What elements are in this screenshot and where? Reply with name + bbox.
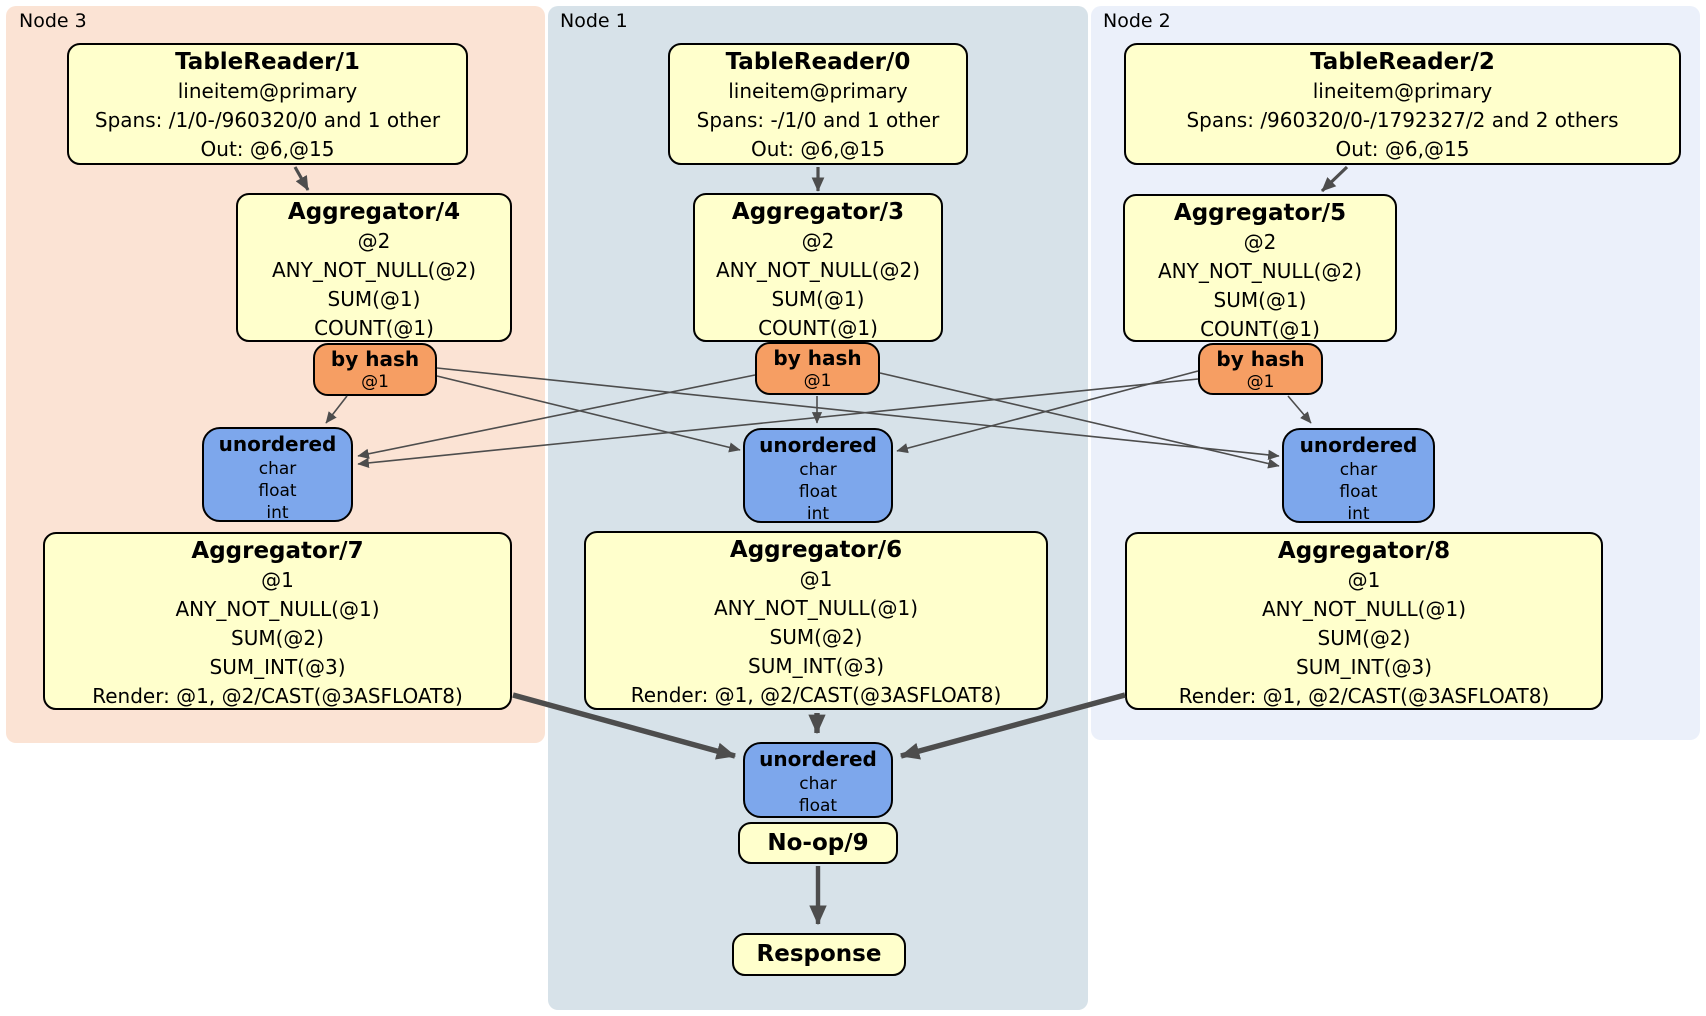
processor-title: TableReader/2	[1310, 49, 1495, 75]
sync-type: char	[799, 460, 837, 480]
processor-spans: Spans: /960320/0-/1792327/2 and 2 others	[1186, 108, 1619, 132]
sync-type: float	[1339, 482, 1378, 502]
processor-tablereader-2: TableReader/2 lineitem@primary Spans: /9…	[1124, 43, 1681, 165]
sync-type: char	[799, 774, 837, 794]
agg-fn: SUM_INT(@3)	[1296, 655, 1432, 679]
processor-title: Aggregator/7	[191, 538, 364, 564]
agg-fn: COUNT(@1)	[758, 316, 878, 340]
processor-out: Out: @6,@15	[200, 137, 335, 161]
processor-tablereader-1: TableReader/1 lineitem@primary Spans: /1…	[67, 43, 468, 165]
agg-fn: COUNT(@1)	[1200, 317, 1320, 341]
agg-fn: COUNT(@1)	[314, 316, 434, 340]
sync-title: unordered	[1299, 433, 1418, 457]
agg-group-cols: @2	[357, 229, 391, 253]
processor-title: Aggregator/3	[731, 199, 905, 225]
router-title: by hash	[330, 347, 420, 371]
agg-fn: SUM(@1)	[1213, 288, 1307, 312]
processor-index: lineitem@primary	[1312, 79, 1493, 103]
node2-label: Node 2	[1103, 10, 1171, 32]
node1-label: Node 1	[560, 10, 628, 32]
processor-spans: Spans: /1/0-/960320/0 and 1 other	[94, 108, 441, 132]
sync-title: unordered	[218, 432, 337, 456]
processor-title: Aggregator/5	[1173, 200, 1347, 226]
node3-label: Node 3	[19, 10, 87, 32]
processor-title: No-op/9	[767, 830, 869, 856]
router-columns: @1	[803, 371, 832, 391]
processor-title: Aggregator/6	[729, 537, 903, 563]
processor-aggregator-7: Aggregator/7 @1 ANY_NOT_NULL(@1) SUM(@2)…	[43, 532, 512, 710]
router-hash-left: by hash @1	[313, 343, 437, 396]
sync-type: float	[798, 482, 838, 502]
sync-title: unordered	[759, 747, 877, 771]
sync-type: float	[258, 481, 297, 501]
processor-spans: Spans: -/1/0 and 1 other	[696, 108, 940, 132]
response-title: Response	[756, 941, 882, 967]
processor-tablereader-0: TableReader/0 lineitem@primary Spans: -/…	[668, 43, 968, 165]
processor-index: lineitem@primary	[728, 79, 908, 103]
router-hash-mid: by hash @1	[755, 342, 880, 395]
agg-group-cols: @2	[801, 229, 835, 253]
agg-fn: SUM_INT(@3)	[209, 655, 346, 679]
sync-unordered-left: unordered char float int	[202, 427, 353, 523]
agg-group-cols: @1	[799, 567, 833, 591]
processor-out: Out: @6,@15	[751, 137, 885, 161]
agg-group-cols: @2	[1243, 230, 1277, 254]
processor-noop-9: No-op/9	[738, 822, 898, 864]
sync-type: char	[1339, 460, 1378, 480]
sync-type: int	[806, 504, 830, 524]
processor-aggregator-5: Aggregator/5 @2 ANY_NOT_NULL(@2) SUM(@1)…	[1123, 194, 1397, 342]
processor-out: Out: @6,@15	[1335, 137, 1470, 161]
sync-unordered-right: unordered char float int	[1282, 428, 1435, 524]
agg-group-cols: @1	[261, 568, 294, 592]
sync-unordered-final: unordered char float	[743, 742, 893, 818]
agg-fn: SUM(@2)	[769, 625, 863, 649]
router-title: by hash	[773, 346, 862, 370]
agg-fn: ANY_NOT_NULL(@1)	[175, 597, 380, 621]
processor-title: Aggregator/4	[287, 199, 461, 225]
agg-group-cols: @1	[1347, 568, 1381, 592]
agg-fn: SUM_INT(@3)	[748, 654, 884, 678]
agg-render: Render: @1, @2/CAST(@3ASFLOAT8)	[630, 683, 1002, 707]
processor-aggregator-6: Aggregator/6 @1 ANY_NOT_NULL(@1) SUM(@2)…	[584, 531, 1048, 710]
agg-render: Render: @1, @2/CAST(@3ASFLOAT8)	[92, 684, 463, 708]
sync-type: int	[1347, 504, 1370, 524]
agg-fn: SUM(@2)	[231, 626, 324, 650]
processor-title: Aggregator/8	[1277, 538, 1451, 564]
agg-fn: SUM(@1)	[327, 287, 421, 311]
sync-title: unordered	[759, 433, 877, 457]
processor-index: lineitem@primary	[177, 79, 358, 103]
response-box: Response	[732, 933, 906, 976]
router-title: by hash	[1216, 347, 1305, 371]
agg-fn: SUM(@2)	[1317, 626, 1411, 650]
agg-fn: ANY_NOT_NULL(@1)	[1262, 597, 1466, 621]
agg-fn: ANY_NOT_NULL(@2)	[1158, 259, 1362, 283]
processor-title: TableReader/1	[175, 49, 360, 75]
sync-type: float	[798, 796, 838, 816]
router-columns: @1	[1246, 372, 1275, 392]
processor-aggregator-4: Aggregator/4 @2 ANY_NOT_NULL(@2) SUM(@1)…	[236, 193, 512, 342]
processor-aggregator-8: Aggregator/8 @1 ANY_NOT_NULL(@1) SUM(@2)…	[1125, 532, 1603, 710]
sync-type: char	[258, 459, 297, 479]
agg-fn: ANY_NOT_NULL(@1)	[714, 596, 918, 620]
sync-unordered-mid: unordered char float int	[743, 428, 893, 524]
agg-fn: SUM(@1)	[771, 287, 865, 311]
agg-fn: ANY_NOT_NULL(@2)	[272, 258, 476, 282]
agg-fn: ANY_NOT_NULL(@2)	[716, 258, 920, 282]
processor-title: TableReader/0	[725, 49, 911, 75]
router-hash-right: by hash @1	[1198, 343, 1323, 395]
router-columns: @1	[361, 372, 389, 392]
agg-render: Render: @1, @2/CAST(@3ASFLOAT8)	[1178, 684, 1550, 708]
sync-type: int	[266, 503, 289, 523]
processor-aggregator-3: Aggregator/3 @2 ANY_NOT_NULL(@2) SUM(@1)…	[693, 193, 943, 342]
